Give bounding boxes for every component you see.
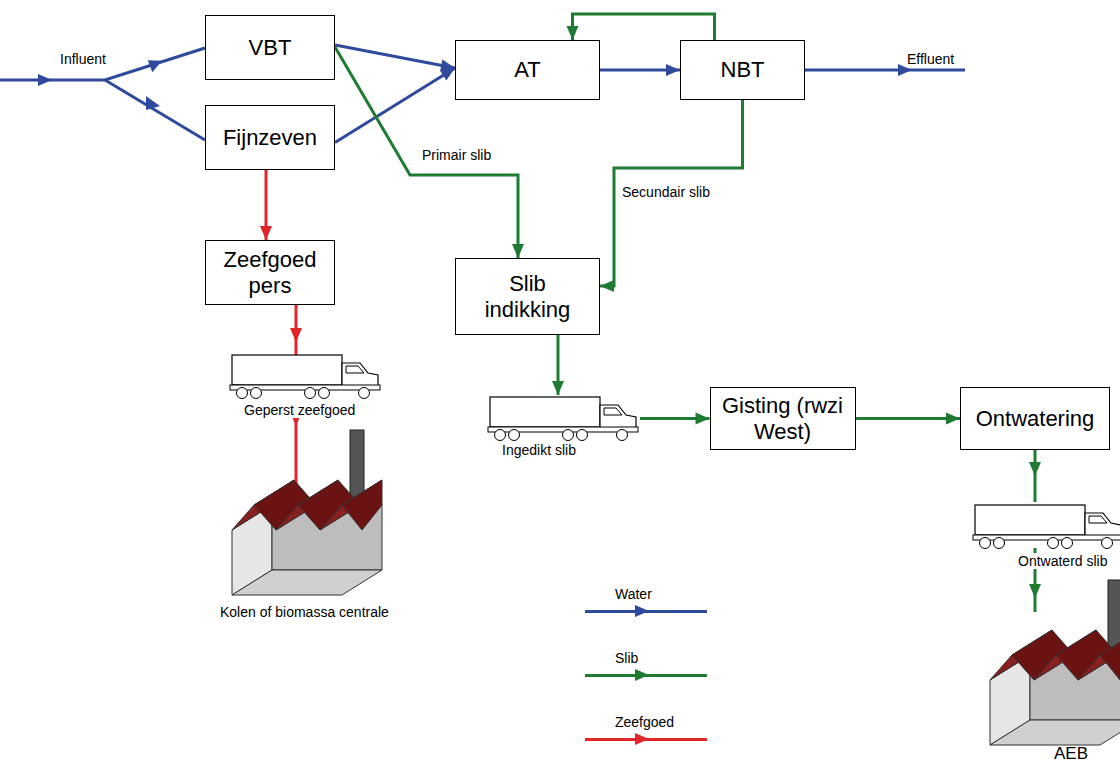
flow-connector (260, 170, 272, 240)
box-label: Gisting (rwzi West) (718, 393, 848, 444)
factory-icon (990, 580, 1120, 745)
annotation: Ingedikt slib (500, 442, 578, 458)
process-box: AT (455, 40, 600, 100)
flow-connector (600, 100, 743, 292)
legend-arrowhead (635, 669, 649, 681)
process-box: Gisting (rwzi West) (710, 387, 856, 450)
edge-label: Secundair slib (620, 184, 712, 200)
factory-icon (232, 430, 382, 595)
truck-icon (230, 355, 380, 399)
box-label: NBT (721, 57, 765, 82)
annotation: Geperst zeefgoed (242, 402, 357, 418)
process-box: VBT (205, 15, 335, 80)
box-label: Slib indikking (468, 271, 588, 322)
process-box: Fijnzeven (205, 105, 335, 170)
annotation: Effluent (905, 51, 956, 67)
annotation: Kolen of biomassa centrale (218, 604, 391, 620)
legend-label: Zeefgoed (615, 714, 674, 730)
process-box: NBT (680, 40, 805, 100)
box-label: AT (514, 57, 540, 82)
flow-connector (335, 45, 455, 71)
flow-connector (856, 413, 961, 425)
legend-arrowhead (635, 733, 649, 745)
flow-connector (552, 335, 710, 425)
legend-label: Water (615, 586, 652, 602)
annotation: Influent (58, 51, 108, 67)
truck-icon (973, 505, 1120, 549)
edge-label: Primair slib (420, 147, 493, 163)
process-box: Slib indikking (455, 258, 600, 335)
box-label: Fijnzeven (223, 125, 317, 150)
box-label: Zeefgoed pers (215, 247, 325, 298)
annotation: AEB (1052, 744, 1090, 764)
process-box: Zeefgoed pers (205, 240, 335, 305)
flow-connector (567, 14, 715, 40)
process-box: Ontwatering (960, 387, 1110, 450)
legend-arrowhead (635, 605, 649, 617)
annotation: Ontwaterd slib (1016, 553, 1109, 569)
box-label: Ontwatering (976, 406, 1095, 431)
flow-connector (600, 64, 680, 76)
box-label: VBT (249, 35, 292, 60)
legend-label: Slib (615, 650, 638, 666)
truck-icon (488, 397, 638, 441)
